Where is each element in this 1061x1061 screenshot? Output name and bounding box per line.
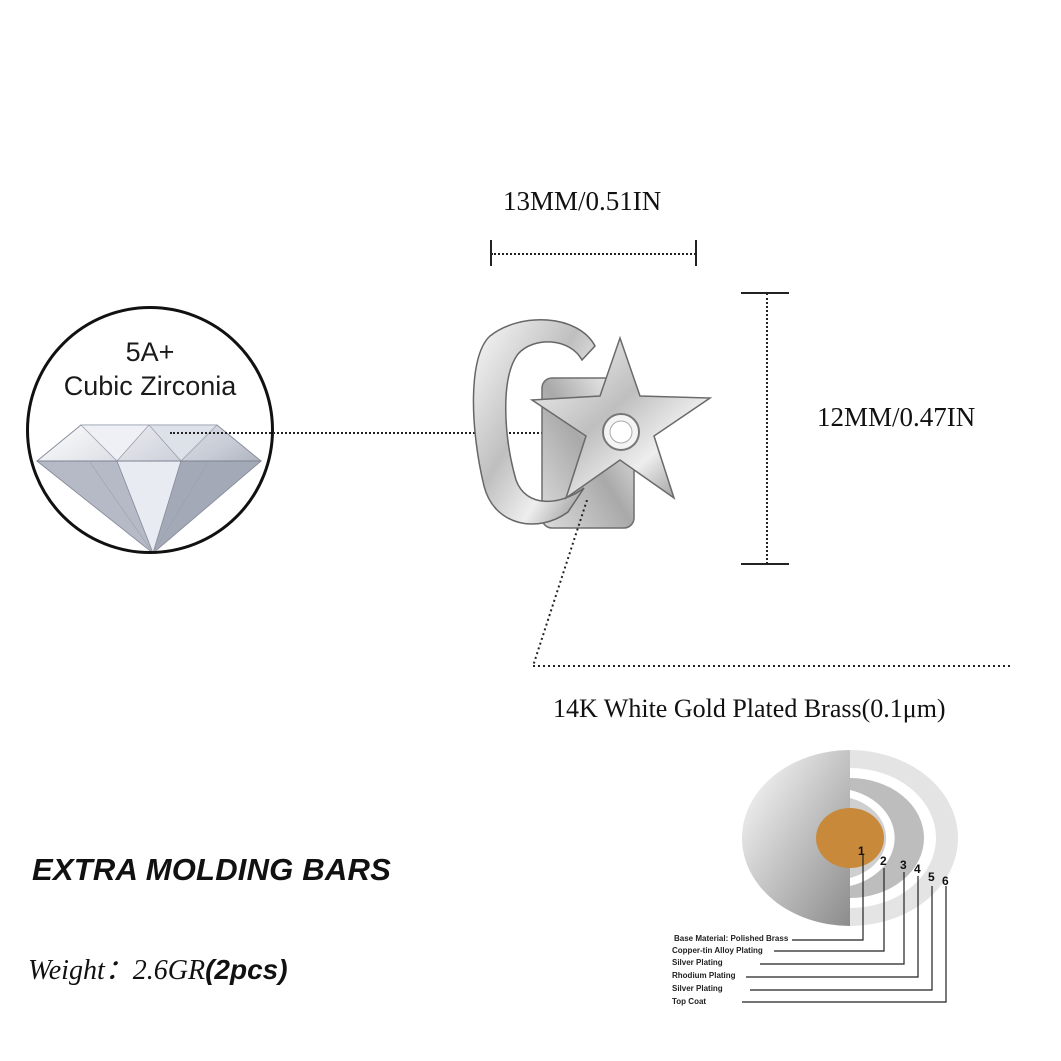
- material-label: 14K White Gold Plated Brass(0.1μm): [553, 694, 946, 723]
- height-dimension-label: 12MM/0.47IN: [817, 402, 976, 432]
- layer-label-2: Copper-tin Alloy Plating: [672, 946, 763, 955]
- star-charm-image: [472, 319, 713, 529]
- weight-text: Weight：2.6GR(2pcs): [28, 948, 288, 988]
- plating-layers-diagram: 1 2 3 4 5 6 Base Material: Polished Bras…: [668, 746, 968, 1016]
- layer-number-4: 4: [914, 862, 921, 876]
- layer-number-2: 2: [880, 854, 887, 868]
- layer-number-5: 5: [928, 870, 935, 884]
- width-dimension-label: 13MM/0.51IN: [503, 186, 662, 216]
- layer-number-1: 1: [858, 844, 865, 858]
- layer-label-6: Top Coat: [672, 997, 707, 1006]
- layer-label-5: Silver Plating: [672, 984, 723, 993]
- gem-name: Cubic Zirconia: [63, 371, 237, 401]
- layer-label-1: Base Material: Polished Brass: [674, 934, 789, 943]
- weight-prefix: Weight：: [28, 955, 133, 986]
- layer-label-4: Rhodium Plating: [672, 971, 736, 980]
- layer-label-3: Silver Plating: [672, 958, 723, 967]
- gem-pointer-line: [170, 432, 610, 434]
- diamond-icon: [35, 424, 263, 551]
- layer-number-3: 3: [900, 858, 907, 872]
- weight-qty: (2pcs): [205, 954, 288, 985]
- plating-cross-section-icon: [742, 750, 958, 1003]
- gem-grade: 5A+: [125, 337, 175, 367]
- weight-value: 2.6GR: [132, 955, 206, 986]
- cubic-zirconia-badge: 5A+ Cubic Zirconia: [26, 306, 274, 554]
- extra-molding-bars-heading: EXTRA MOLDING BARS: [32, 852, 391, 887]
- layer-number-6: 6: [942, 874, 949, 888]
